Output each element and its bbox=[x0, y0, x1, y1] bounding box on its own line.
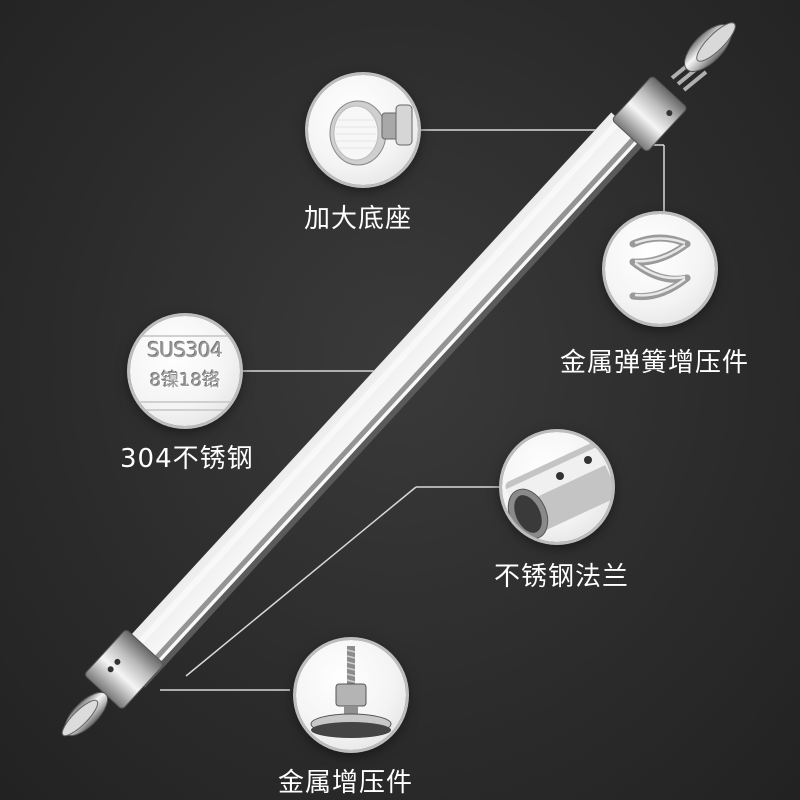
label-material: 304不锈钢 bbox=[120, 444, 254, 474]
pressure-callout bbox=[296, 640, 406, 750]
base-pad-callout bbox=[308, 75, 418, 185]
material-callout: SUS304 8镍18铬 bbox=[130, 316, 240, 426]
label-pressure: 金属增压件 bbox=[278, 768, 414, 798]
stamped-steel-icon bbox=[130, 335, 240, 411]
flange-callout bbox=[502, 432, 612, 542]
bottom-pad bbox=[61, 691, 109, 737]
top-spring-assembly bbox=[670, 22, 736, 92]
round-base-pad-icon bbox=[329, 100, 413, 166]
leader-lines bbox=[160, 129, 665, 691]
stamp-grade: SUS304 bbox=[147, 338, 223, 362]
spring-icon bbox=[629, 234, 691, 301]
top-sleeve bbox=[612, 76, 687, 152]
steel-tube bbox=[111, 112, 645, 688]
threaded-foot-icon bbox=[310, 646, 392, 738]
label-base: 加大底座 bbox=[304, 204, 413, 234]
label-flange: 不锈钢法兰 bbox=[494, 562, 630, 592]
flange-icon bbox=[505, 443, 612, 540]
label-spring: 金属弹簧增压件 bbox=[560, 348, 750, 378]
stamp-composition: 8镍18铬 bbox=[149, 370, 221, 391]
spring-callout bbox=[605, 214, 715, 324]
